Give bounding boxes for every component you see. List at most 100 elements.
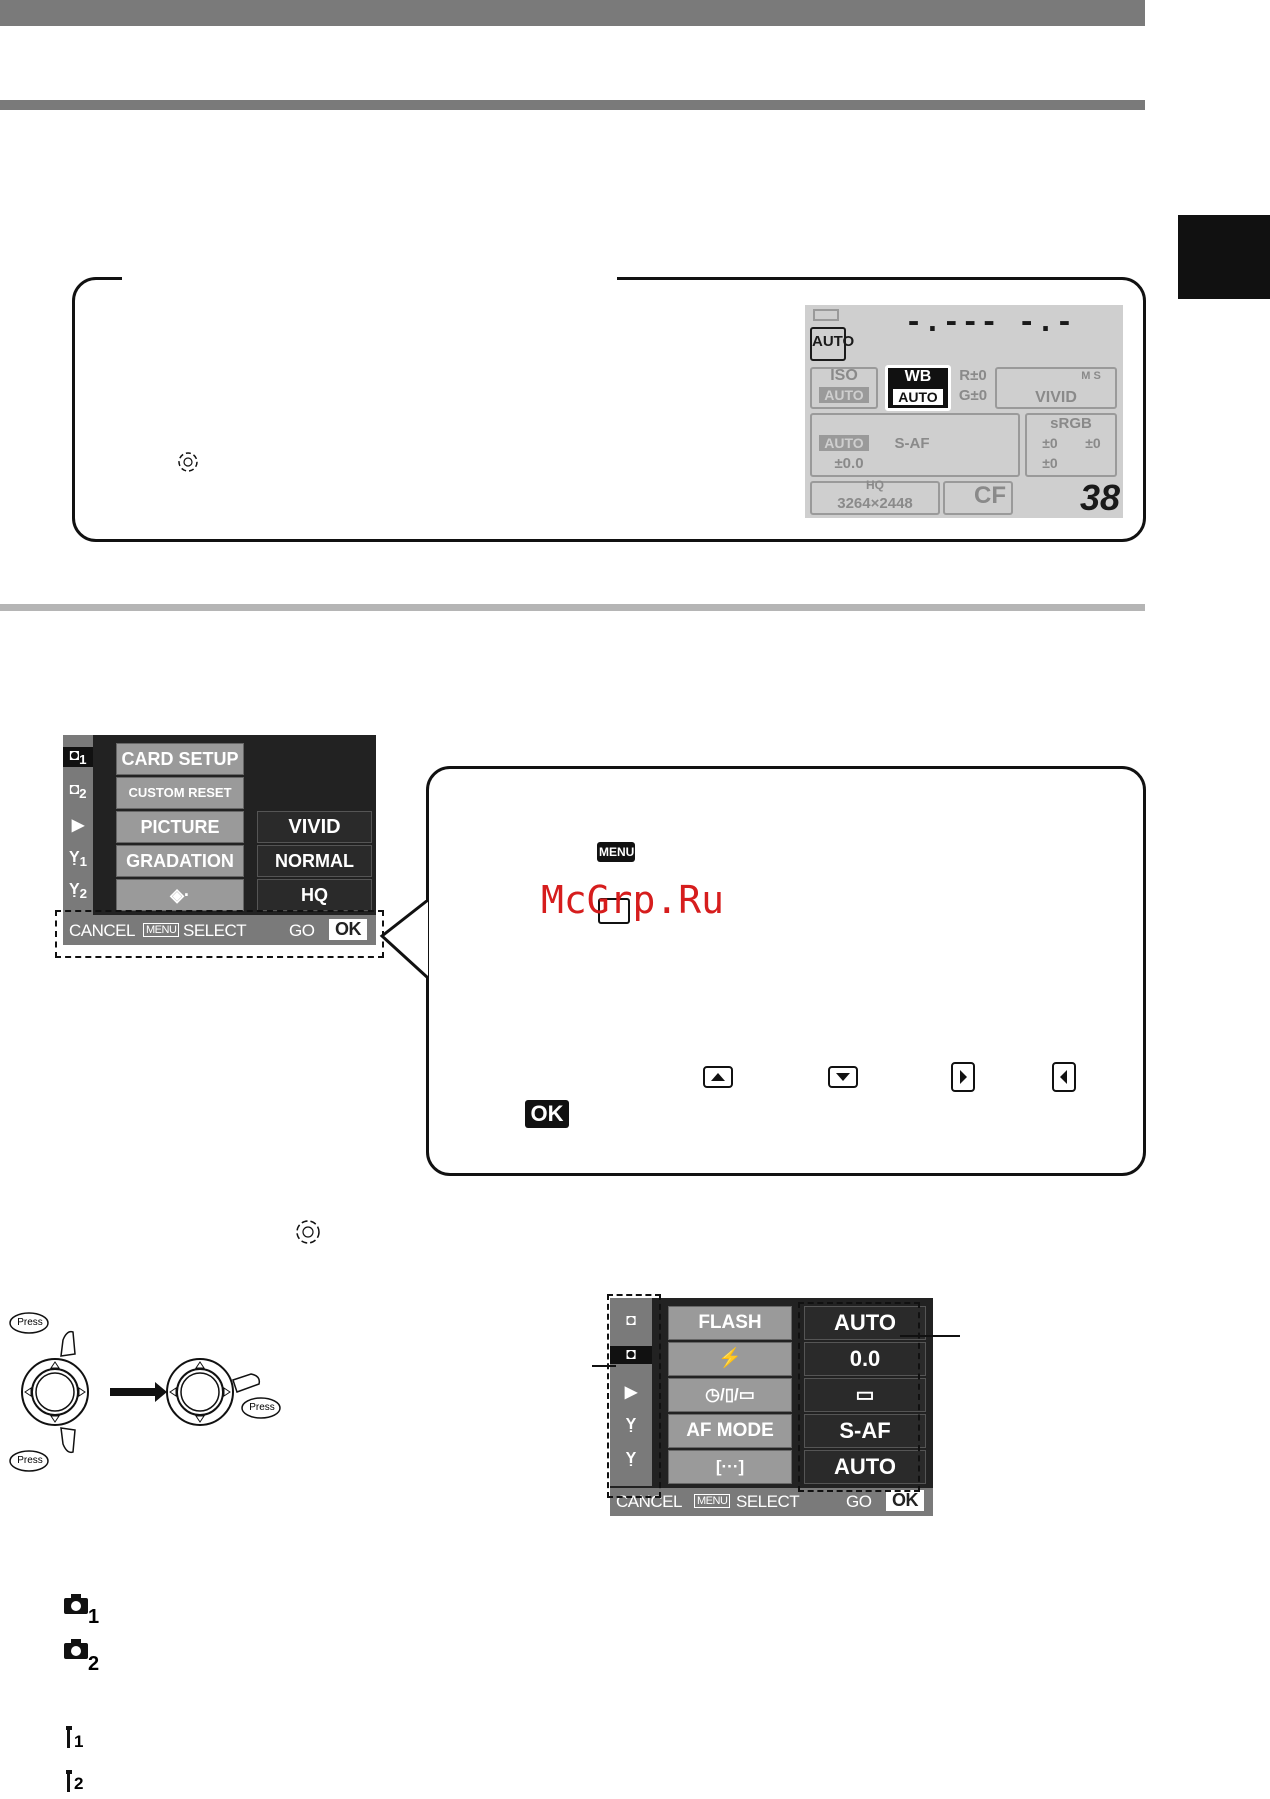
footer-ok-key: OK: [886, 1490, 924, 1511]
menu-screen-shooting2: ◘ ◘ ▶ Ỵ Ỵ FLASH MODE ⚡ ◷/▯/▭ AF MODE [··…: [610, 1298, 933, 1516]
menu-item-af-mode[interactable]: AF MODE: [668, 1414, 792, 1448]
camera2-tab-icon[interactable]: ◘2: [69, 781, 87, 802]
arrow-pad-icon: [175, 449, 201, 475]
menu-value-flash-mode: AUTO: [804, 1306, 926, 1340]
menu-value-af-area: AUTO: [804, 1450, 926, 1484]
section-divider: [0, 604, 1145, 611]
camera1-tab-icon[interactable]: ◘1: [63, 747, 93, 768]
shots-remaining: 38: [1079, 477, 1120, 518]
legend-camera2-icon: 2: [62, 1637, 102, 1677]
menu-item-card-setup[interactable]: CARD SETUP: [116, 743, 244, 775]
leader-line-tab: [592, 1365, 616, 1367]
watermark-text: McGrp.Ru: [541, 878, 725, 922]
flash-compensation: ±0.0: [834, 455, 864, 472]
menu2-footer-bar: [610, 1488, 933, 1516]
mode-badge: [810, 327, 846, 361]
wb-label: WB: [904, 368, 932, 385]
focus-mode: S-AF: [894, 435, 930, 452]
chapter-tab: [1178, 215, 1270, 299]
info-box-title-gap: [122, 270, 617, 284]
card-cell: [943, 481, 1013, 515]
footer-ok-key: OK: [329, 919, 367, 940]
battery-icon: [813, 309, 839, 321]
legend-setup2-icon: 2: [62, 1768, 92, 1796]
select-dial-icon: [598, 898, 630, 924]
iso-cell: [810, 367, 878, 409]
iso-value: AUTO: [819, 387, 869, 403]
header-bar-top: [0, 0, 1145, 26]
picture-mode-cell: [995, 367, 1117, 409]
menu-item-gradation[interactable]: GRADATION: [116, 845, 244, 877]
footer-menu-key: MENU: [143, 923, 180, 937]
menu-footer-bar: [63, 915, 376, 945]
menu-item-flash-mode[interactable]: FLASH MODE: [668, 1306, 792, 1365]
press-label-top: Press: [17, 1317, 43, 1328]
mode-label: AUTO: [812, 333, 855, 350]
down-button-icon: [828, 1066, 858, 1088]
contrast-value: ±0: [1085, 435, 1101, 451]
menu-value-gradation: NORMAL: [257, 845, 372, 877]
footer-select-label: SELECT: [183, 921, 247, 940]
menu-item-flash-comp[interactable]: ⚡: [668, 1342, 792, 1376]
menu-item-drive[interactable]: ◷/▯/▭: [668, 1378, 792, 1412]
setup2-tab-icon[interactable]: Ỵ2: [68, 881, 88, 902]
menu-item-picture-mode[interactable]: PICTURE MODE: [116, 811, 244, 867]
header-bar-second: [0, 100, 1145, 110]
picture-mode-value: VIVID: [1035, 389, 1077, 406]
press-label-bottom: Press: [17, 1455, 43, 1466]
setup1-tab-icon[interactable]: Ỵ1: [68, 849, 88, 870]
leader-line-value: [900, 1335, 960, 1337]
wb-green-adjust: G±0: [958, 387, 988, 404]
footer-cancel-label: CANCEL: [69, 921, 135, 940]
setup2-tab-icon[interactable]: Ỵ: [625, 1450, 637, 1467]
callout-pointer: [379, 900, 430, 980]
up-button-icon: [703, 1066, 733, 1088]
camera2-tab-icon[interactable]: ◘: [610, 1346, 652, 1364]
footer-go-label: GO: [289, 921, 315, 940]
legend-setup1-icon: 1: [62, 1724, 92, 1756]
saturation-value: ±0: [1042, 455, 1058, 471]
menu-value-record-mode: HQ: [257, 879, 372, 911]
menu-item-custom-reset[interactable]: CUSTOM RESET SETTING: [116, 777, 244, 830]
wb-red-adjust: R±0: [959, 367, 987, 384]
press-label-right: Press: [249, 1402, 275, 1413]
menu-value-picture-mode: VIVID: [257, 811, 372, 843]
footer-go-label: GO: [846, 1492, 872, 1511]
ok-key-icon: OK: [525, 1100, 569, 1128]
arrow-pad-icon-2: [293, 1217, 323, 1247]
color-cell: [1025, 413, 1117, 477]
setup1-tab-icon[interactable]: Ỵ: [625, 1416, 637, 1433]
play-tab-icon[interactable]: ▶: [624, 1384, 638, 1401]
lcd-control-panel: -.--- -.- AUTO ISO AUTO WB AUTO R±0 G±0 …: [805, 305, 1123, 518]
right-button-icon: [951, 1062, 975, 1092]
menu-key-icon: MENU: [597, 842, 635, 862]
menu-value-drive: ▭: [804, 1378, 926, 1412]
left-button-icon: [1052, 1062, 1076, 1092]
menu2-tab-column: [610, 1298, 652, 1486]
shutter-aperture-readout: -.--- -.-: [905, 305, 1075, 338]
menu-item-af-area[interactable]: [···]: [668, 1450, 792, 1484]
dial-illustration: Press Press Press: [5, 1310, 300, 1480]
menu-item-record-mode[interactable]: ◈·: [116, 879, 244, 911]
tab-column-highlight-dashed: [607, 1294, 661, 1498]
menu-value-af-mode: S-AF: [804, 1414, 926, 1448]
resolution: 3264×2448: [837, 495, 913, 512]
record-cell: [810, 481, 940, 515]
footer-menu-key: MENU: [694, 1494, 731, 1508]
value-column-highlight-dashed: [798, 1302, 920, 1492]
iso-label: ISO: [830, 367, 858, 384]
footer-select-label: SELECT: [736, 1492, 800, 1511]
color-space: sRGB: [1050, 415, 1092, 432]
play-tab-icon[interactable]: ▶: [71, 817, 85, 834]
camera1-tab-icon[interactable]: ◘: [626, 1312, 636, 1329]
footer-highlight-dashed: [55, 910, 384, 958]
record-mode: HQ: [866, 478, 884, 492]
card-type: CF: [974, 482, 1006, 509]
legend-camera1-icon: 1: [62, 1592, 102, 1628]
wb-value: AUTO: [893, 389, 943, 405]
menu-value-flash-comp: 0.0: [804, 1342, 926, 1376]
picture-mode-flags: M S: [1081, 370, 1101, 382]
flash-cell: [810, 413, 1020, 477]
flash-value: AUTO: [819, 435, 869, 451]
sharpness-value: ±0: [1042, 435, 1058, 451]
